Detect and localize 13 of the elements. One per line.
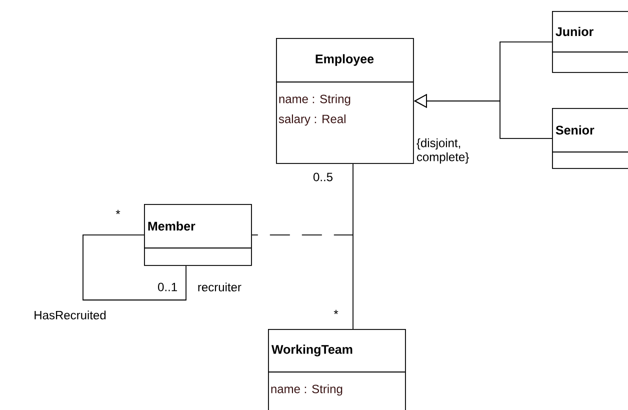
multiplicity-label: * (334, 310, 338, 314)
class-box: Employee name : String salary : Real (276, 38, 414, 164)
association-line (352, 163, 354, 330)
multiplicity-label: * (116, 210, 120, 214)
class-box: Senior (552, 108, 628, 169)
association-line (82, 234, 186, 300)
multiplicity-label: 0..1 (158, 282, 177, 292)
dashed-line (251, 234, 354, 236)
role-label: recruiter (198, 282, 242, 292)
edge-label: HasRecruited (34, 310, 106, 320)
class-box: Junior (552, 11, 628, 73)
class-box: WorkingTeam name : String (268, 329, 406, 410)
class-box: Member (144, 204, 252, 266)
